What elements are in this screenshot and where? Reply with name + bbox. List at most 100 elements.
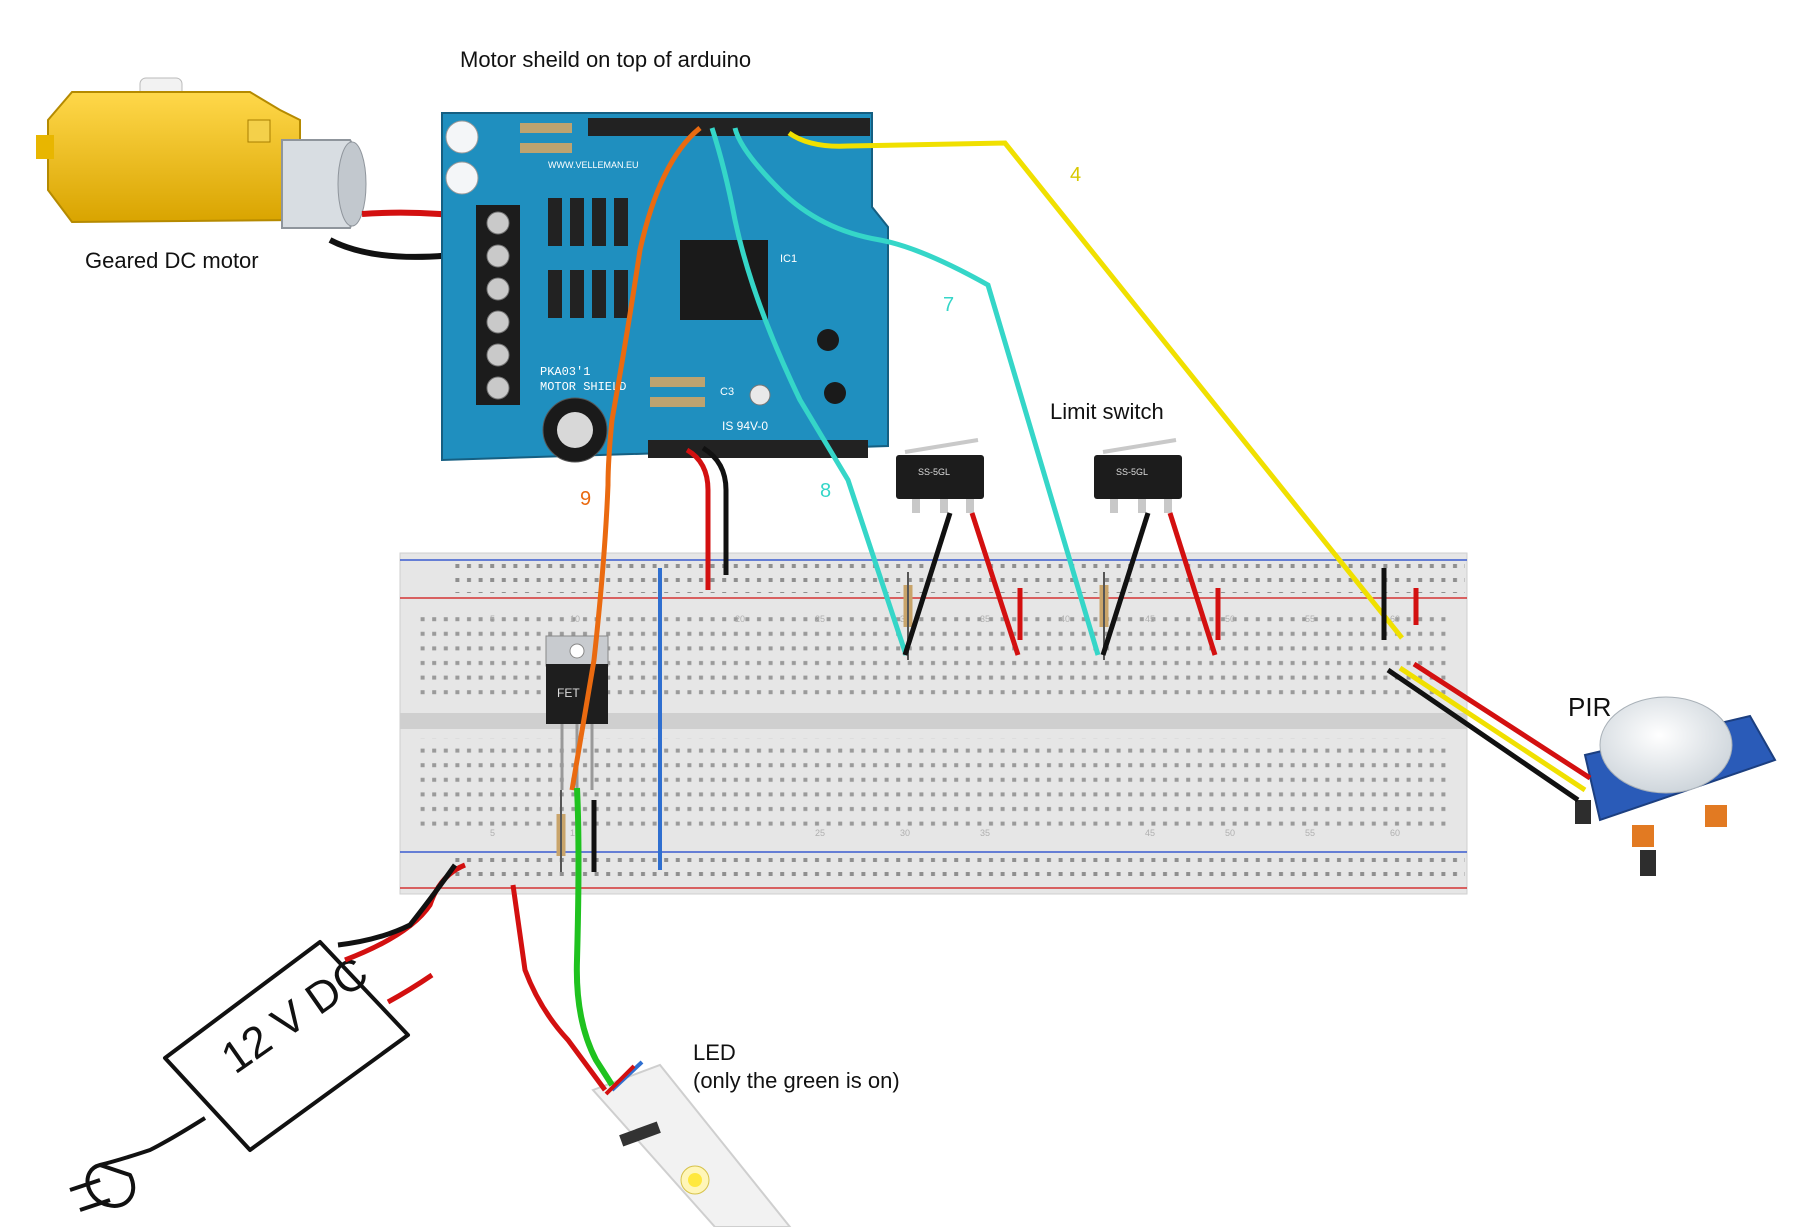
svg-text:10: 10 [570, 614, 580, 624]
fet-tab-hole [569, 643, 585, 659]
svg-text:10: 10 [570, 828, 580, 838]
switch-1-black-wire [902, 512, 953, 656]
svg-text:35: 35 [980, 614, 990, 624]
pir-sensor [1575, 696, 1777, 876]
fet-body [546, 664, 608, 724]
led1 [445, 120, 479, 154]
pir-leg-2 [1640, 850, 1656, 876]
svg-text:60: 60 [1390, 828, 1400, 838]
svg-text:25: 25 [815, 614, 825, 624]
limit-switch-1: SS-5GL [896, 438, 984, 513]
switch-2-black-wire [1100, 512, 1151, 656]
pir-pot-2 [1705, 805, 1727, 827]
svg-text:40: 40 [1060, 614, 1070, 624]
transistor-2 [824, 382, 846, 404]
svg-text:50: 50 [1225, 614, 1235, 624]
motor-tab-left [36, 135, 54, 159]
led-title: LED [693, 1040, 736, 1065]
svg-text:30: 30 [900, 828, 910, 838]
svg-text:55: 55 [1305, 828, 1315, 838]
led-red-lead [604, 1064, 636, 1096]
switch-2-marking: SS-5GL [1116, 467, 1148, 477]
switch-2-red-wire [1167, 512, 1218, 656]
shield-cap-label: C3 [720, 386, 734, 398]
shield-title: PKA03'1 [540, 365, 590, 379]
psu-cord [99, 1116, 207, 1167]
gearbox-body [47, 91, 301, 224]
led-chip-core [688, 1173, 702, 1187]
yellow-wire-4 [787, 130, 1404, 640]
transistor-1 [817, 329, 839, 351]
led2 [445, 161, 479, 195]
wire-number-8: 8 [820, 480, 832, 502]
shield-subtitle: MOTOR SHIELD [540, 380, 626, 394]
switch-1-marking: SS-5GL [918, 467, 950, 477]
capacitor-top [557, 412, 593, 448]
pir-red-lead [1412, 661, 1592, 781]
motor-endcap [337, 141, 367, 227]
led-red-wire [510, 884, 608, 1092]
screw-terminal-block [476, 205, 520, 405]
fet-label: FET [557, 686, 580, 700]
shield-red-wire [685, 447, 711, 590]
wire-number-4: 4 [1070, 164, 1082, 186]
pir-leg-1 [1575, 800, 1591, 824]
svg-text:50: 50 [1225, 828, 1235, 838]
pir-black-lead [1386, 667, 1580, 803]
motor-label: Geared DC motor [85, 248, 259, 273]
svg-text:35: 35 [980, 828, 990, 838]
geared-dc-motor [36, 77, 479, 260]
svg-text:25: 25 [815, 828, 825, 838]
shield-marking: IS 94V-0 [722, 419, 768, 433]
cyan-wire-7 [732, 127, 1101, 656]
svg-text:55: 55 [1305, 614, 1315, 624]
pir-label: PIR [1568, 692, 1612, 722]
orange-wire-9 [569, 126, 702, 791]
motor-mount [247, 119, 271, 143]
green-wire-led [573, 787, 615, 1087]
shield-resistors [520, 123, 705, 407]
psu-red-stub [386, 972, 434, 1005]
psu-plug [85, 1163, 136, 1208]
top-header [588, 118, 870, 136]
shield-chip-label: IC1 [780, 253, 797, 265]
switch-1-lever [904, 438, 979, 454]
svg-text:20: 20 [735, 614, 745, 624]
screw-terminals [486, 211, 510, 400]
led-strip-connector [619, 1121, 661, 1147]
svg-text:45: 45 [1145, 614, 1155, 624]
wire-number-7: 7 [943, 294, 955, 316]
cyan-wire-8 [709, 127, 909, 656]
psu-plug-prongs [69, 1178, 111, 1212]
svg-text:5: 5 [490, 614, 495, 624]
bottom-rail-holes [455, 855, 1465, 885]
shield-diodes [548, 198, 628, 318]
limit-switch-label: Limit switch [1050, 399, 1164, 424]
svg-text:45: 45 [1145, 828, 1155, 838]
led-note: (only the green is on) [693, 1068, 900, 1093]
svg-text:5: 5 [490, 828, 495, 838]
svg-text:60: 60 [1390, 614, 1400, 624]
bottom-header [648, 440, 868, 458]
fet-transistor: FET [545, 635, 609, 790]
psu-label: 12 V DC [213, 948, 377, 1084]
led-strip [591, 1063, 792, 1227]
motor-shield: PKA03'1 MOTOR SHIELD WWW.VELLEMAN.EU IS … [441, 112, 889, 463]
pir-yellow-lead [1398, 665, 1587, 793]
shield-brand: WWW.VELLEMAN.EU [548, 160, 639, 170]
center-channel [400, 713, 1467, 729]
small-capacitor [749, 384, 771, 406]
limit-switch-2: SS-5GL [1094, 438, 1182, 513]
top-rail-holes [455, 563, 1465, 593]
shield-black-wire [701, 445, 729, 575]
led-strip-body [591, 1063, 792, 1227]
psu-black-lead [337, 863, 458, 948]
motor-driver-ic [680, 240, 768, 320]
psu-box [163, 940, 410, 1152]
wire-number-9: 9 [580, 488, 592, 510]
switch-2-lever [1102, 438, 1177, 454]
switch-2-body [1094, 455, 1182, 499]
